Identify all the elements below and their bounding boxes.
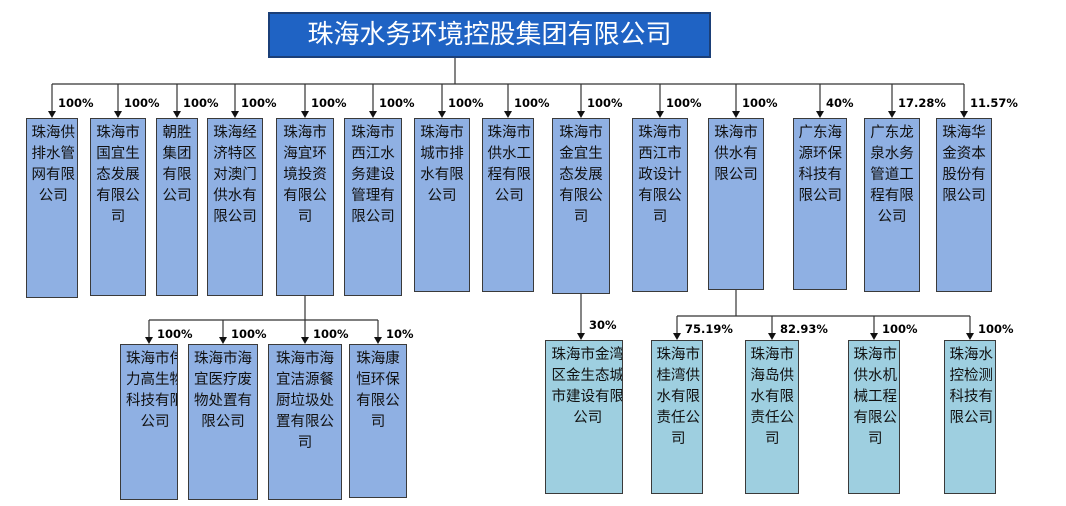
level2-company-label: 珠海市伟力高生物科技有限公司 bbox=[126, 351, 177, 430]
level1-company: 珠海市金宜生态发展有限公司 bbox=[552, 118, 610, 294]
level2-company-label: 珠海康恒环保有限公司 bbox=[356, 351, 400, 430]
level1-company: 珠海供排水管网有限公司 bbox=[26, 118, 78, 298]
ownership-percent: 100% bbox=[241, 96, 277, 110]
arrow-head bbox=[504, 111, 512, 118]
arrow-head bbox=[374, 337, 382, 344]
level1-company-label: 珠海华金资本股份有限公司 bbox=[942, 125, 986, 204]
ownership-percent: 100% bbox=[313, 327, 349, 341]
arrow-head bbox=[673, 333, 681, 340]
ownership-percent: 100% bbox=[311, 96, 347, 110]
level1-company-label: 珠海市国宜生态发展有限公司 bbox=[96, 125, 140, 225]
level2-company-label: 珠海市海宜洁源餐厨垃圾处置有限公司 bbox=[276, 351, 334, 451]
level1-company: 珠海市供水有限公司 bbox=[708, 118, 764, 290]
ownership-percent: 100% bbox=[58, 96, 94, 110]
level2-company: 珠海市桂湾供水有限责任公司 bbox=[651, 340, 703, 494]
level2-company: 珠海市供水机械工程有限公司 bbox=[848, 340, 900, 494]
level1-company-label: 珠海经济特区对澳门供水有限公司 bbox=[213, 125, 257, 225]
ownership-percent: 100% bbox=[514, 96, 550, 110]
arrow-head bbox=[48, 111, 56, 118]
ownership-percent: 100% bbox=[666, 96, 702, 110]
level1-company-label: 珠海市城市排水有限公司 bbox=[420, 125, 464, 204]
arrow-head bbox=[577, 111, 585, 118]
level2-company: 珠海水控检测科技有限公司 bbox=[944, 340, 996, 494]
level2-company: 珠海市海宜洁源餐厨垃圾处置有限公司 bbox=[268, 344, 342, 500]
ownership-percent: 100% bbox=[231, 327, 267, 341]
arrow-head bbox=[960, 111, 968, 118]
level1-company-label: 珠海市海宜环境投资有限公司 bbox=[283, 125, 327, 225]
arrow-head bbox=[369, 111, 377, 118]
ownership-percent: 100% bbox=[882, 322, 918, 336]
level1-company-label: 珠海市供水有限公司 bbox=[714, 125, 758, 183]
ownership-percent: 100% bbox=[448, 96, 484, 110]
level2-company-label: 珠海市供水机械工程有限公司 bbox=[853, 347, 898, 447]
ownership-percent: 100% bbox=[183, 96, 219, 110]
arrow-head bbox=[577, 333, 585, 340]
ownership-percent: 100% bbox=[587, 96, 623, 110]
level1-company-label: 广东海源环保科技有限公司 bbox=[798, 125, 843, 204]
level1-company: 珠海市西江水务建设管理有限公司 bbox=[344, 118, 402, 296]
arrow-head bbox=[173, 111, 181, 118]
level1-company-label: 珠海市西江市政设计有限公司 bbox=[638, 125, 682, 225]
arrow-head bbox=[145, 337, 153, 344]
level1-company-label: 珠海市西江水务建设管理有限公司 bbox=[351, 125, 395, 225]
level1-company: 珠海市国宜生态发展有限公司 bbox=[90, 118, 146, 296]
level2-company-label: 珠海市海宜医疗废物处置有限公司 bbox=[194, 351, 252, 430]
ownership-percent: 100% bbox=[978, 322, 1014, 336]
arrow-head bbox=[816, 111, 824, 118]
level1-company-label: 广东龙泉水务管道工程有限公司 bbox=[870, 125, 914, 225]
level2-company-label: 珠海水控检测科技有限公司 bbox=[949, 347, 994, 426]
level1-company: 珠海经济特区对澳门供水有限公司 bbox=[207, 118, 263, 296]
level2-company: 珠海市金湾区金生态城市建设有限公司 bbox=[545, 340, 623, 494]
level2-company: 珠海康恒环保有限公司 bbox=[349, 344, 407, 498]
level1-company: 广东海源环保科技有限公司 bbox=[793, 118, 847, 290]
level2-company-label: 珠海市桂湾供水有限责任公司 bbox=[656, 347, 701, 447]
level1-company: 珠海市城市排水有限公司 bbox=[414, 118, 470, 292]
ownership-percent: 75.19% bbox=[685, 322, 733, 336]
level1-company-label: 朝胜集团有限公司 bbox=[162, 125, 192, 204]
arrow-head bbox=[966, 333, 974, 340]
ownership-percent: 82.93% bbox=[780, 322, 828, 336]
level2-company: 珠海市海宜医疗废物处置有限公司 bbox=[188, 344, 258, 500]
ownership-percent: 30% bbox=[589, 318, 617, 332]
level1-company: 珠海华金资本股份有限公司 bbox=[936, 118, 992, 292]
arrow-head bbox=[219, 337, 227, 344]
level1-company: 广东龙泉水务管道工程有限公司 bbox=[864, 118, 920, 292]
ownership-percent: 100% bbox=[742, 96, 778, 110]
level1-company: 珠海市供水工程有限公司 bbox=[482, 118, 534, 292]
level2-company: 珠海市伟力高生物科技有限公司 bbox=[120, 344, 178, 500]
ownership-percent: 100% bbox=[157, 327, 193, 341]
level1-company-label: 珠海市金宜生态发展有限公司 bbox=[559, 125, 603, 225]
arrow-head bbox=[231, 111, 239, 118]
arrow-head bbox=[888, 111, 896, 118]
arrow-head bbox=[301, 111, 309, 118]
ownership-percent: 11.57% bbox=[970, 96, 1018, 110]
level1-company-label: 珠海供排水管网有限公司 bbox=[31, 125, 76, 204]
ownership-percent: 40% bbox=[826, 96, 854, 110]
ownership-percent: 10% bbox=[386, 327, 414, 341]
root-company: 珠海水务环境控股集团有限公司 bbox=[268, 12, 711, 58]
level1-company: 珠海市海宜环境投资有限公司 bbox=[276, 118, 334, 296]
arrow-head bbox=[732, 111, 740, 118]
level2-company: 珠海市海岛供水有限责任公司 bbox=[745, 340, 799, 494]
ownership-percent: 100% bbox=[379, 96, 415, 110]
ownership-percent: 17.28% bbox=[898, 96, 946, 110]
arrow-head bbox=[656, 111, 664, 118]
level2-company-label: 珠海市海岛供水有限责任公司 bbox=[750, 347, 795, 447]
arrow-head bbox=[114, 111, 122, 118]
arrow-head bbox=[301, 337, 309, 344]
level1-company: 珠海市西江市政设计有限公司 bbox=[632, 118, 688, 292]
arrow-head bbox=[438, 111, 446, 118]
ownership-percent: 100% bbox=[124, 96, 160, 110]
arrow-head bbox=[768, 333, 776, 340]
level2-company-label: 珠海市金湾区金生态城市建设有限公司 bbox=[551, 347, 623, 426]
level1-company-label: 珠海市供水工程有限公司 bbox=[487, 125, 532, 204]
level1-company: 朝胜集团有限公司 bbox=[156, 118, 198, 296]
arrow-head bbox=[870, 333, 878, 340]
